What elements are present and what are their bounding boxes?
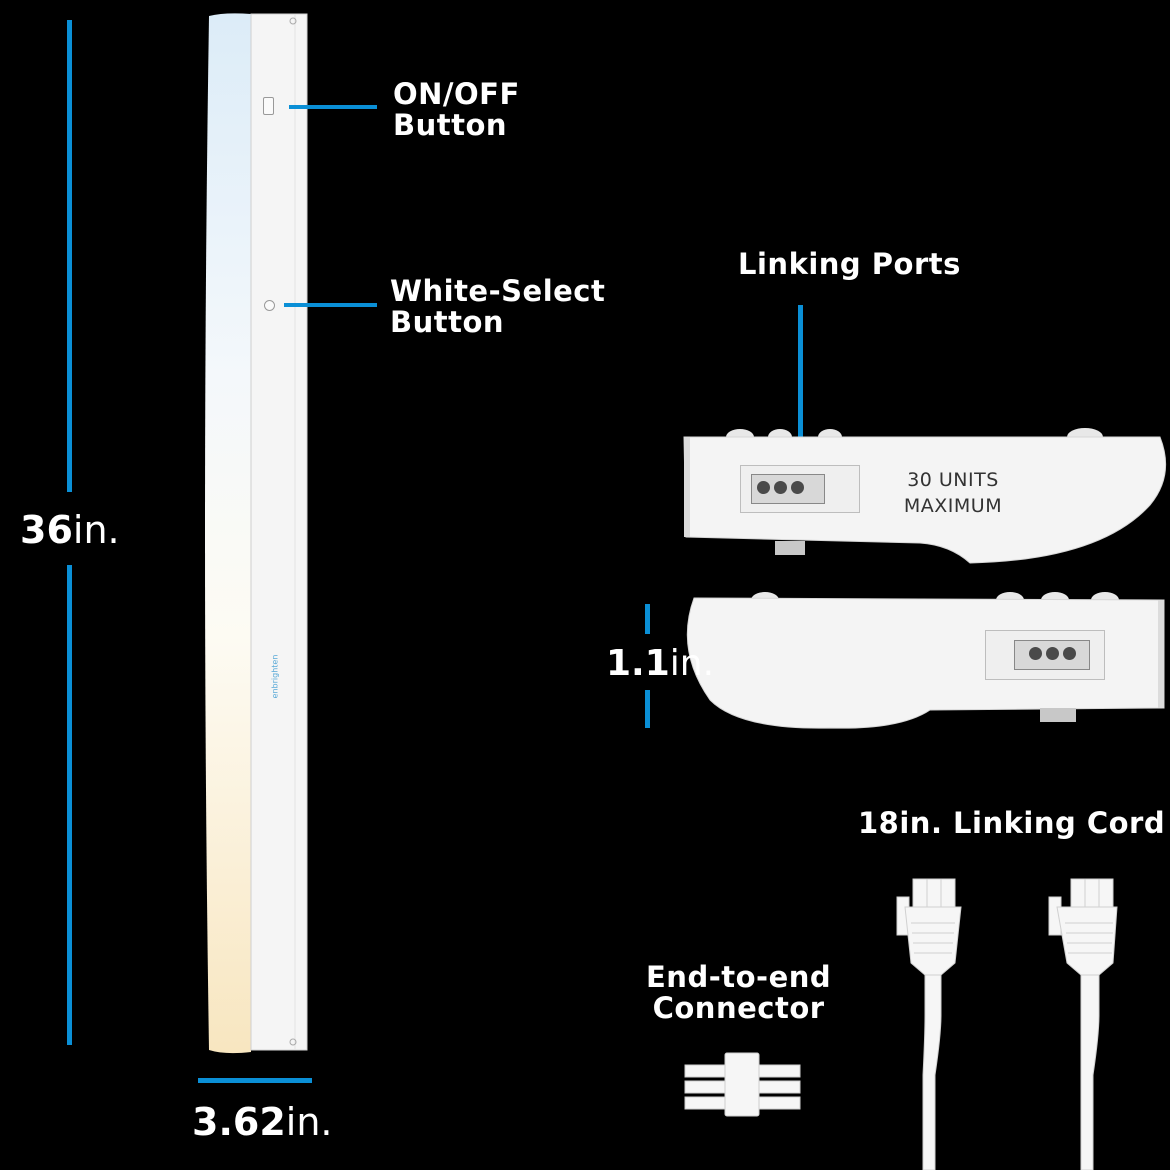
end-cap-text-line1: 30 UNITS <box>907 469 999 491</box>
brand-logo: enbrighten <box>267 650 283 710</box>
upper-port-pin-icon <box>791 481 804 494</box>
connector-label: End-to-end Connector <box>646 962 831 1024</box>
white-select-label-line2: Button <box>390 305 505 339</box>
width-dimension-line <box>198 1078 312 1083</box>
on-off-label: ON/OFF Button <box>393 79 520 141</box>
on-off-callout-line <box>289 105 377 109</box>
end-cap-text-line2: MAXIMUM <box>903 495 1003 517</box>
upper-port-housing <box>740 465 860 513</box>
height-dimension-line-top <box>67 20 72 492</box>
white-select-callout-line <box>284 303 377 307</box>
height-unit: in. <box>72 508 120 552</box>
width-dimension-label: 3.62in. <box>192 1100 333 1144</box>
upper-port-pin-icon <box>774 481 787 494</box>
upper-port-socket <box>751 474 825 504</box>
lower-port-socket <box>1014 640 1090 670</box>
linking-cord-label: 18in. Linking Cord <box>858 806 1166 840</box>
connector-label-line1: End-to-end <box>646 960 832 994</box>
brand-logo-text: enbrighten <box>270 654 280 699</box>
depth-unit: in. <box>669 643 715 684</box>
height-dimension-label: 36in. <box>20 508 120 552</box>
on-off-switch-icon <box>263 97 274 115</box>
upper-port-pin-icon <box>757 481 770 494</box>
on-off-label-line2: Button <box>393 108 508 142</box>
white-select-button-icon <box>264 300 275 311</box>
end-to-end-connector-image <box>684 1052 801 1117</box>
white-select-label: White-Select Button <box>390 276 605 338</box>
connector-label-line2: Connector <box>652 991 825 1025</box>
depth-dimension-line-bottom <box>645 690 650 728</box>
on-off-label-line1: ON/OFF <box>393 77 520 111</box>
lower-port-pin-icon <box>1063 647 1076 660</box>
linking-cord-image <box>896 878 1118 1170</box>
lower-port-housing <box>985 630 1105 680</box>
lower-port-pin-icon <box>1046 647 1059 660</box>
depth-dimension-line-top <box>645 604 650 634</box>
depth-value: 1.1 <box>606 643 670 684</box>
white-select-label-line1: White-Select <box>390 274 606 308</box>
height-value: 36 <box>20 508 73 552</box>
lower-port-pin-icon <box>1029 647 1042 660</box>
end-cap-text: 30 UNITS MAXIMUM <box>890 467 1016 519</box>
linking-ports-label: Linking Ports <box>738 247 961 281</box>
height-dimension-line-bottom <box>67 565 72 1045</box>
light-bar-image <box>205 13 308 1054</box>
width-unit: in. <box>285 1100 333 1144</box>
depth-dimension-label: 1.1in. <box>606 643 714 684</box>
linking-ports-callout-line <box>798 305 803 447</box>
width-value: 3.62 <box>192 1100 286 1144</box>
